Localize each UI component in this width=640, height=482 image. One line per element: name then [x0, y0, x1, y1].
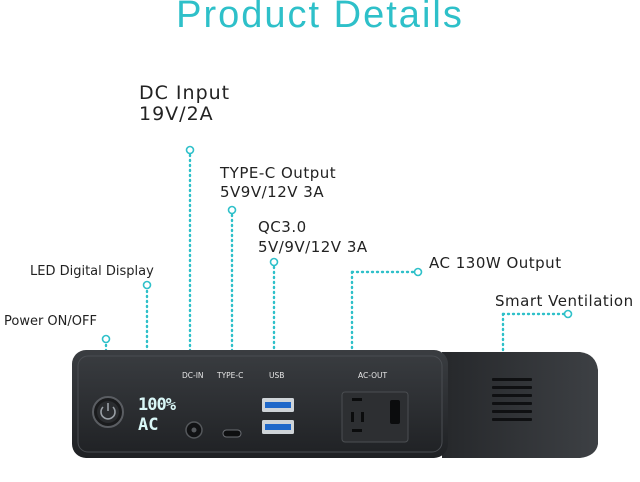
- smart-vent-label: Smart Ventilation: [495, 292, 634, 310]
- typec-port-label: TYPE-C: [216, 371, 243, 380]
- ac-out-port-label: AC-OUT: [358, 371, 388, 380]
- ac-outlet: [341, 391, 409, 443]
- dc-in-port: [185, 421, 203, 439]
- ac-output-label: AC 130W Output: [429, 254, 562, 272]
- typec-port: [222, 429, 242, 438]
- power-bank-device: 100% AC DC-IN TYPE-C USB AC-OUT: [72, 350, 598, 458]
- dc-input-title: DC Input: [139, 82, 231, 104]
- led-display-label: LED Digital Display: [30, 264, 154, 279]
- dc-in-port-label: DC-IN: [182, 371, 204, 380]
- power-button[interactable]: [92, 396, 124, 428]
- qc-value: 5V/9V/12V 3A: [258, 238, 368, 256]
- qc-title: QC3.0: [258, 218, 307, 236]
- typec-output-value: 5V9V/12V 3A: [220, 183, 325, 201]
- dc-input-value: 19V/2A: [139, 103, 214, 125]
- usb-port-label: USB: [269, 371, 284, 380]
- page-title: Product Details: [176, 0, 464, 36]
- led-display-percent: 100%: [138, 395, 177, 415]
- led-display-mode: AC: [138, 415, 158, 435]
- typec-output-title: TYPE-C Output: [220, 164, 337, 182]
- power-label: Power ON/OFF: [4, 314, 97, 329]
- usb-ports: [262, 398, 294, 434]
